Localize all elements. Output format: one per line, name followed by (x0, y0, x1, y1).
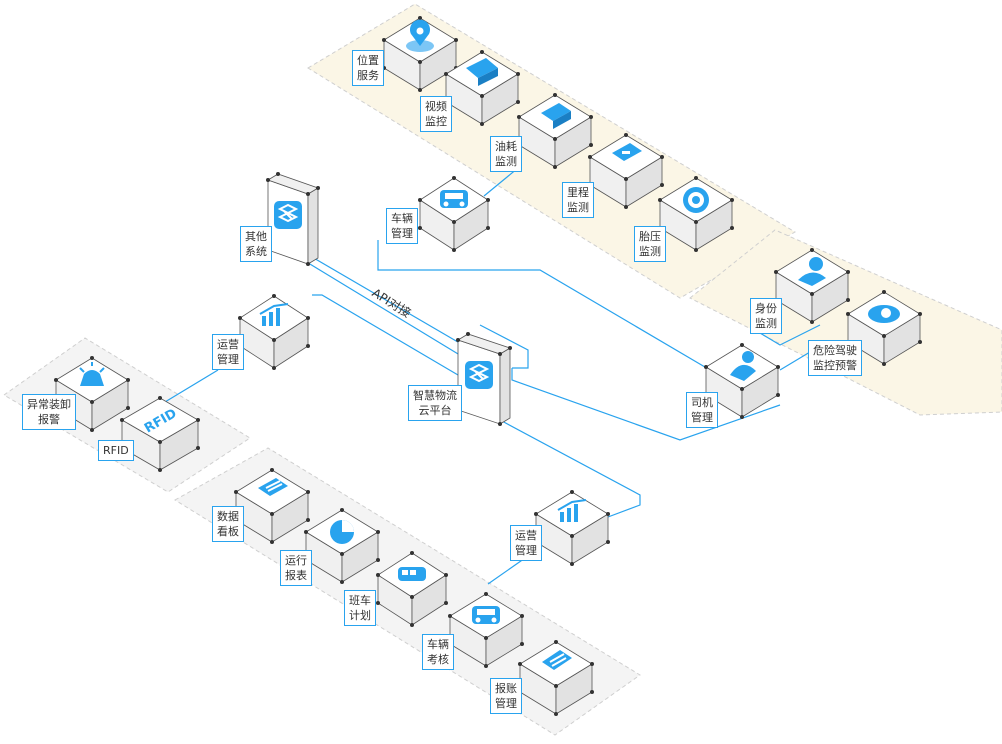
fuel-icon (541, 103, 571, 129)
link-other-platform-2 (299, 257, 469, 361)
cube-driver_mgmt[interactable] (704, 343, 780, 419)
link-identity-driver (754, 324, 821, 346)
label-video: 视频 监控 (420, 96, 452, 132)
location-pin-icon (406, 19, 434, 52)
cube-shuttle[interactable] (376, 551, 448, 627)
alarm-light-icon (79, 362, 105, 386)
link-vehicle-driver (377, 240, 711, 371)
label-report: 运行 报表 (280, 550, 312, 586)
label-rfid: RFID (98, 440, 134, 461)
link-platform-ops-bottom (499, 419, 641, 521)
driver-icon (730, 351, 756, 381)
cube-dashboard[interactable] (234, 468, 310, 544)
label-dashboard: 数据 看板 (212, 506, 244, 542)
label-driver_mgmt: 司机 管理 (686, 392, 718, 428)
label-reimburse: 报账 管理 (490, 678, 522, 714)
eye-warning-icon (868, 305, 900, 323)
label-other_systems: 其他 系统 (240, 226, 272, 262)
label-tire: 胎压 监测 (634, 226, 666, 262)
label-location: 位置 服务 (352, 50, 384, 86)
cube-ops_top[interactable] (238, 294, 310, 370)
bus-icon (398, 567, 426, 581)
cube-fuel[interactable] (517, 93, 593, 169)
label-alarm: 异常装卸 报警 (22, 394, 76, 430)
cube-other_systems[interactable] (266, 172, 320, 266)
vehicle-icon (440, 190, 468, 208)
link-platform-driver (511, 368, 781, 441)
system-logo-icon (274, 201, 302, 229)
link-ops-top-platform (312, 294, 459, 376)
cube-video[interactable] (444, 50, 520, 126)
cube-rfid[interactable]: RFID (120, 396, 200, 472)
dashboard-icon (258, 478, 288, 496)
person-icon (798, 257, 826, 286)
label-fuel: 油耗 监测 (490, 136, 522, 172)
monitor-icon (466, 58, 498, 86)
label-ops_bottom: 运营 管理 (510, 525, 542, 561)
cube-tire[interactable] (658, 176, 734, 252)
cube-platform[interactable] (456, 332, 512, 426)
pie-chart-icon (330, 520, 354, 544)
cube-ops_bottom[interactable] (534, 490, 610, 566)
cube-assessment[interactable] (448, 592, 524, 668)
link-fuel-vehicle (483, 167, 519, 197)
label-platform: 智慧物流 云平台 (408, 385, 462, 421)
link-other-platform-1 (299, 249, 476, 353)
cube-danger[interactable] (846, 290, 922, 366)
link-ops-top-rfid (159, 369, 219, 406)
label-mileage: 里程 监测 (562, 182, 594, 218)
link-danger-driver (779, 351, 811, 371)
cube-vehicle_mgmt[interactable] (418, 176, 490, 252)
label-danger: 危险驾驶 监控预警 (808, 340, 862, 376)
cube-report[interactable] (304, 508, 380, 584)
tire-icon (683, 187, 709, 213)
zone-driver-monitoring (689, 229, 1002, 416)
cube-location[interactable] (382, 16, 458, 92)
platform-logo-icon (465, 361, 493, 389)
label-vehicle_mgmt: 车辆 管理 (386, 208, 418, 244)
chart-trend-icon (557, 499, 587, 522)
link-platform-vehicle (479, 324, 529, 369)
chart-trend-icon (259, 303, 289, 326)
label-ops_top: 运营 管理 (212, 334, 244, 370)
cube-mileage[interactable] (588, 133, 664, 209)
odometer-icon (612, 143, 642, 161)
label-identity: 身份 监测 (750, 298, 782, 334)
label-shuttle: 班车 计划 (344, 590, 376, 626)
cube-identity[interactable] (774, 248, 850, 324)
receipt-icon (542, 650, 572, 670)
label-assessment: 车辆 考核 (422, 634, 454, 670)
car-check-icon (472, 606, 500, 624)
